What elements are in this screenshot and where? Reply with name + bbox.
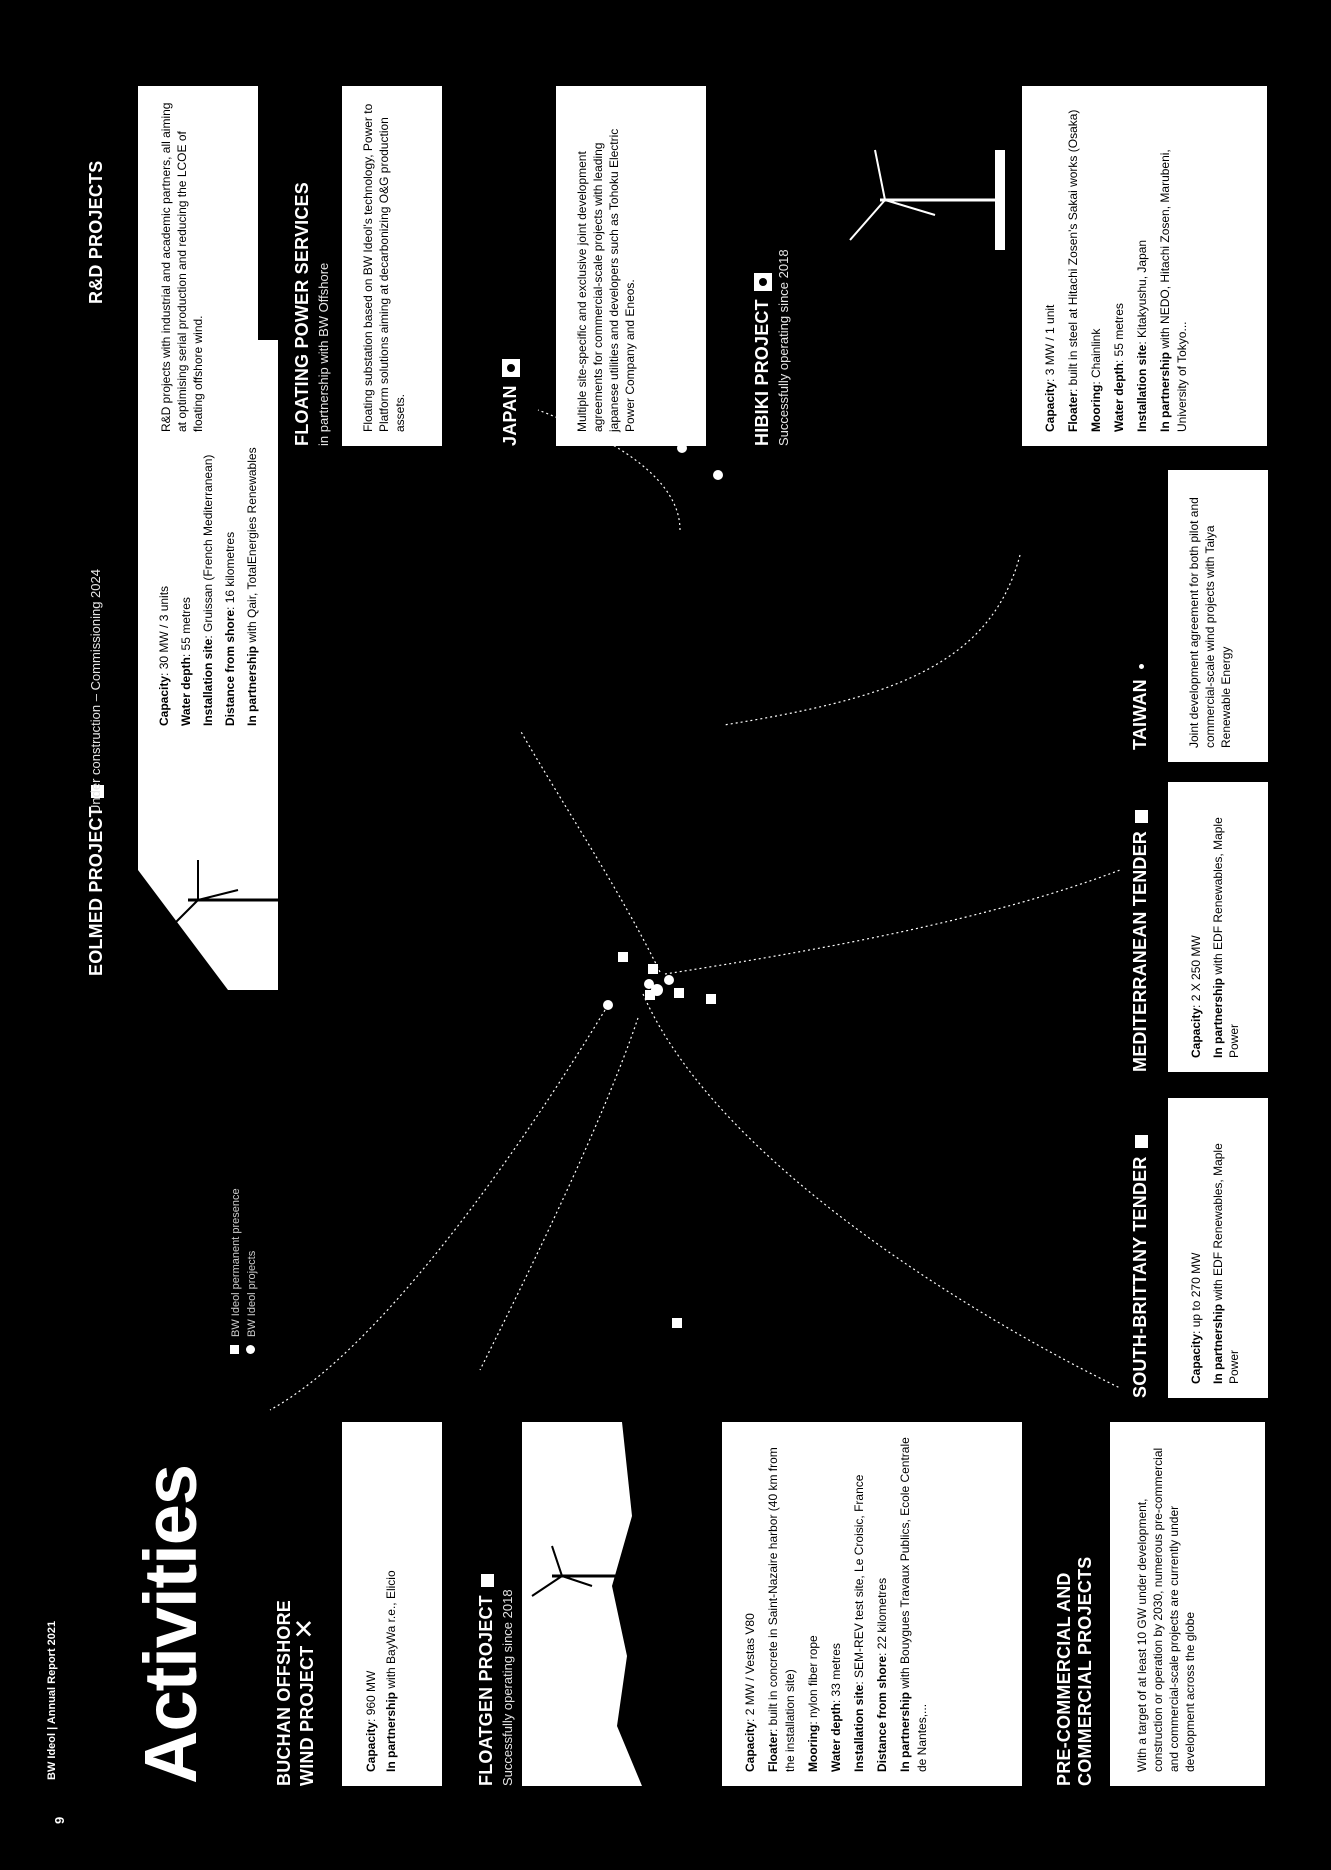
hibiki-title: HIBIKI PROJECT [752,273,773,446]
japan-title: JAPAN [500,359,521,446]
presence-marker [672,1318,682,1328]
arc-taiwan [723,554,1021,726]
floatgen-turbine-image [522,1422,712,1786]
project-dot-box-icon [502,359,521,378]
project-marker [713,470,723,480]
presence-square-icon [1134,809,1148,823]
floating-power-card: Floating substation based on BW Ideol's … [342,86,442,446]
taiwan-text: Joint development agreement for both pil… [1187,497,1233,748]
rnd-title: R&D PROJECTS [86,160,106,304]
arc-japan [537,409,681,531]
presence-marker [618,952,628,962]
japan-card: Multiple site-specific and exclusive joi… [556,86,706,446]
taiwan-card: Joint development agreement for both pil… [1168,470,1268,762]
floatgen-photo [522,1422,712,1786]
south-brittany-title: SOUTH-BRITTANY TENDER [1130,1135,1151,1398]
floating-power-subtitle: in partnership with BW Offshore [316,262,331,446]
floating-power-title: FLOATING POWER SERVICES [292,182,312,446]
rnd-card: R&D projects with industrial and academi… [138,86,258,446]
floating-power-text: Floating substation based on BW Ideol's … [361,103,407,432]
japan-text: Multiple site-specific and exclusive joi… [575,128,637,432]
arc-south-brittany [642,993,1121,1389]
presence-square-icon [1134,1135,1148,1149]
hibiki-turbine-image [840,90,1010,310]
presence-marker [674,988,684,998]
taiwan-title: TAIWAN [1130,664,1151,750]
arc-floatgen [479,1017,639,1371]
rnd-text: R&D projects with industrial and academi… [159,102,205,432]
eolmed-photo [138,740,278,990]
presence-marker [648,964,658,974]
arc-mediterranean [664,869,1121,975]
arc-buchan [269,1009,606,1411]
south-brittany-card: Capacity: up to 270 MW In partnership wi… [1168,1098,1268,1398]
eolmed-turbine-image [138,740,278,990]
hibiki-status: Successfully operating since 2018 [776,249,791,446]
project-marker [603,1000,613,1010]
project-marker [644,979,654,989]
project-dot-icon [1138,664,1144,670]
mediterranean-title: MEDITERRANEAN TENDER [1130,809,1151,1072]
mediterranean-card: Capacity: 2 X 250 MW In partnership with… [1168,782,1268,1072]
hibiki-card: Capacity: 3 MW / 1 unit Floater: built i… [1022,86,1267,446]
presence-marker [706,994,716,1004]
project-marker [651,984,663,996]
project-dot-box-icon [754,273,773,292]
arc-eolmed [519,729,661,973]
project-marker [664,975,674,985]
